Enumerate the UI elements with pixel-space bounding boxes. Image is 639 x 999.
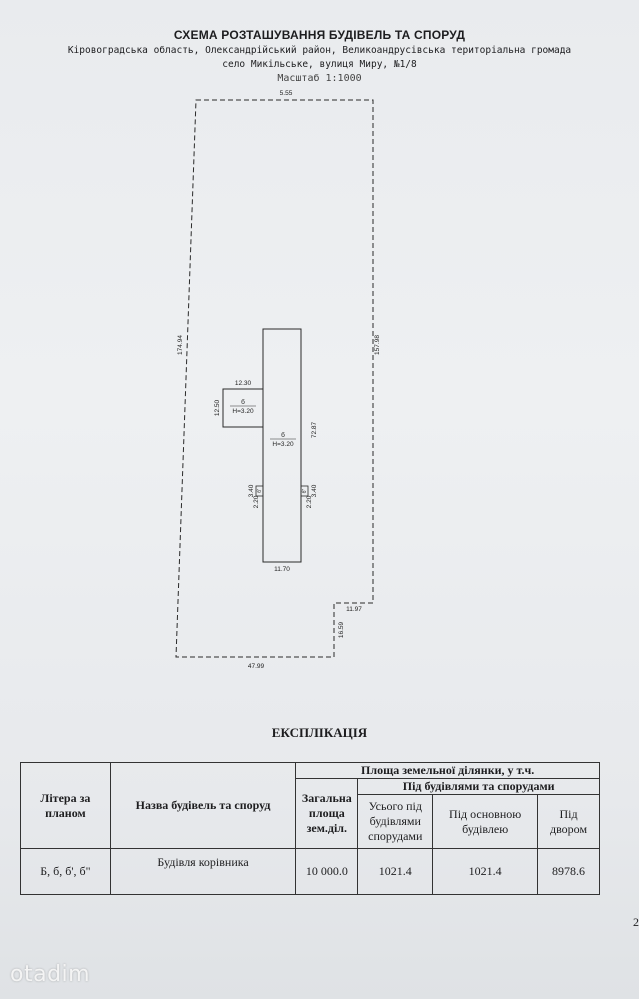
header-name: Назва будівель та споруд — [109, 762, 297, 849]
annex-height: H=3.20 — [232, 408, 254, 415]
cell-letter: Б, б, б', б" — [20, 848, 111, 895]
cell-total: 10 000.0 — [295, 848, 359, 895]
porch-right — [300, 485, 309, 497]
main-height: H=3.20 — [272, 441, 294, 448]
site-plan: 5.55 174.94 157.98 47.99 11.97 16.59 72.… — [175, 90, 381, 670]
main-building — [262, 328, 302, 563]
dim-notch-horizontal: 11.97 — [346, 606, 362, 613]
porch-left-dim-a: 3.40 — [248, 484, 255, 497]
dim-left: 174.94 — [177, 335, 184, 355]
address-line-1: Кіровоградська область, Олександрійський… — [67, 45, 572, 56]
porch-right-dim-b: 2.20 — [306, 495, 313, 508]
parcel-boundary — [175, 99, 374, 658]
dim-top: 5.55 — [280, 90, 293, 97]
dim-building-width: 11.70 — [274, 566, 290, 573]
header-all-buildings: Усього під будівлями спорудами — [357, 794, 434, 849]
explication-table: Літера за планом Назва будівель та спору… — [20, 762, 600, 895]
porch-right-letter: б" — [302, 488, 308, 493]
cell-name: Будівля корівника — [109, 848, 297, 895]
watermark-logo: otadim — [10, 962, 91, 987]
annex-building — [222, 388, 264, 428]
explication-title: ЕКСПЛІКАЦІЯ — [271, 725, 368, 740]
header-under-group: Під будівлями та спорудами — [357, 778, 600, 795]
header-yard: Під двором — [537, 794, 600, 849]
main-letter: б — [281, 431, 285, 439]
dim-building-length: 72.87 — [311, 421, 318, 438]
porch-left — [255, 485, 264, 497]
porch-right-dim-a: 3.40 — [311, 484, 318, 497]
scale-label: Масштаб 1:1000 — [277, 73, 362, 84]
dim-annex-width: 12.30 — [235, 380, 252, 387]
table-row: Б, б, б', б" Будівля корівника 10 000.0 … — [20, 848, 600, 895]
header-letter: Літера за планом — [20, 762, 111, 849]
header-total: Загальна площа зем.діл. — [295, 778, 359, 849]
page-number: 2 — [633, 915, 639, 929]
dim-annex-depth: 12.50 — [214, 399, 221, 416]
cell-yard: 8978.6 — [537, 848, 600, 895]
header-area-group: Площа земельної ділянки, у т.ч. — [295, 762, 600, 779]
address-line-2: село Микільське, вулиця Миру, №1/8 — [222, 59, 417, 70]
header-main-building: Під основною будівлею — [432, 794, 539, 849]
porch-left-letter: б' — [257, 489, 263, 493]
dim-notch-vertical: 16.59 — [338, 621, 345, 638]
porch-left-dim-b: 2.20 — [253, 495, 260, 508]
cell-all-buildings: 1021.4 — [357, 848, 434, 895]
dim-bottom: 47.99 — [248, 663, 265, 670]
scheme-title: СХЕМА РОЗТАШУВАННЯ БУДІВЕЛЬ ТА СПОРУД — [173, 28, 466, 42]
cell-main-building: 1021.4 — [432, 848, 539, 895]
annex-letter: б — [241, 398, 245, 406]
dim-right: 157.98 — [374, 335, 381, 355]
